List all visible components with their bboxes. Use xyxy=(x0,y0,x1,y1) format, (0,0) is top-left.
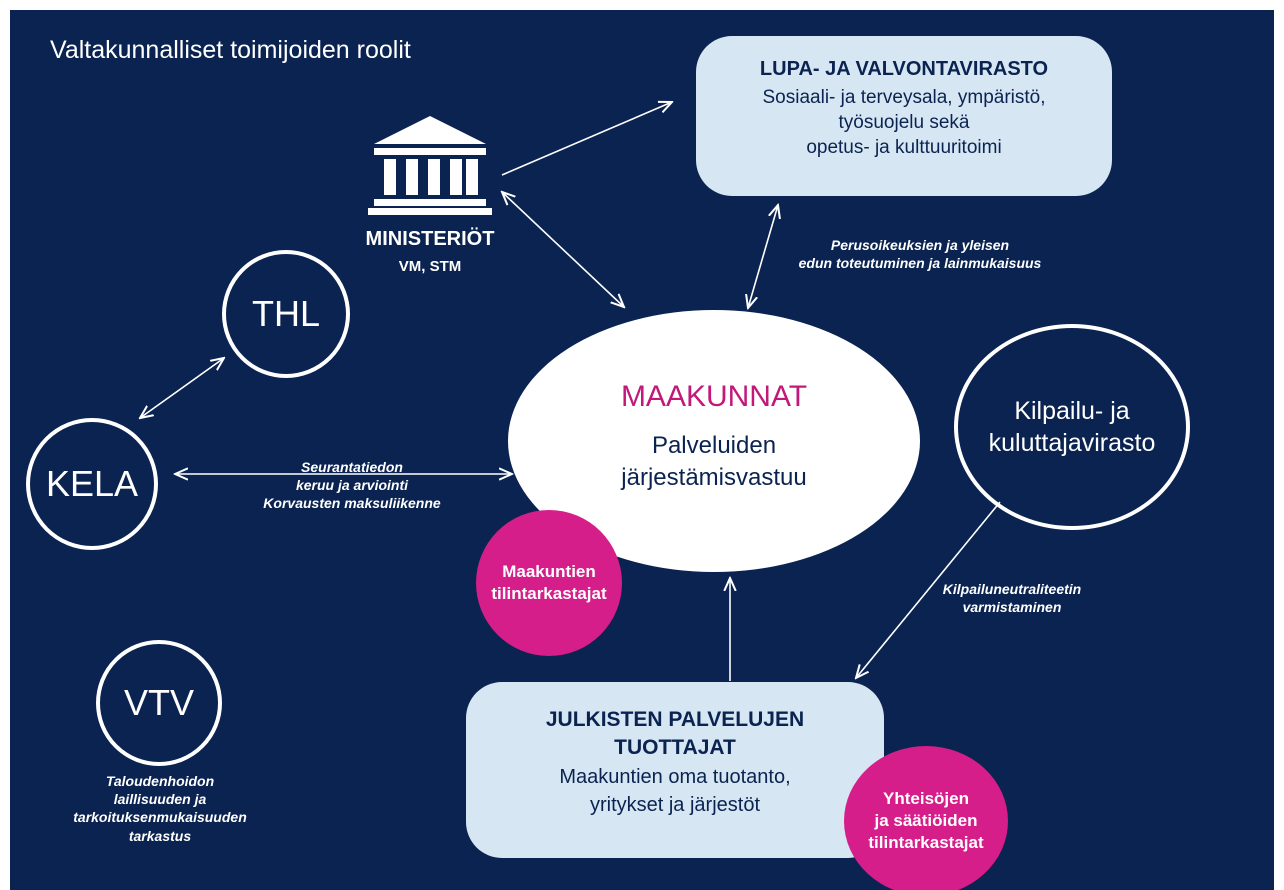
lupa-box: LUPA- JA VALVONTAVIRASTO Sosiaali- ja te… xyxy=(696,36,1112,196)
yhteisojen-tilintarkastajat-circle: Yhteisöjen ja säätiöiden tilintarkastaja… xyxy=(844,746,1008,890)
kkv-circle: Kilpailu- ja kuluttajavirasto xyxy=(954,324,1190,530)
note-perusoikeudet: Perusoikeuksien ja yleisen edun toteutum… xyxy=(798,237,1042,272)
thl-label: THL xyxy=(251,293,320,334)
thl-circle: THL xyxy=(222,250,350,378)
vtv-circle: VTV xyxy=(96,640,222,766)
arrow-ministries-maakunnat xyxy=(502,192,624,307)
kela-label: KELA xyxy=(45,463,139,504)
arrow-kkv-julkisten xyxy=(856,501,1001,678)
lupa-line: työsuojelu sekä xyxy=(838,112,970,134)
julkisten-heading: TUOTTAJAT xyxy=(614,735,736,759)
note-seuranta: Seurantatiedon keruu ja arviointi Korvau… xyxy=(263,459,441,512)
julkisten-line: yritykset ja järjestöt xyxy=(589,794,761,817)
ministries-sub: VM, STM xyxy=(398,258,462,275)
diagram-panel: Valtakunnalliset toimijoiden roolit MINI… xyxy=(10,10,1274,890)
maakunnat-heading: MAAKUNNAT xyxy=(620,380,808,413)
arrow-thl-kela xyxy=(140,358,224,418)
page-title: Valtakunnalliset toimijoiden roolit xyxy=(50,36,411,64)
lupa-line: Sosiaali- ja terveysala, ympäristö, xyxy=(762,87,1046,108)
julkisten-heading: JULKISTEN PALVELUJEN xyxy=(545,708,805,731)
note-kilpailu: Kilpailuneutraliteetin varmistaminen xyxy=(942,581,1082,616)
maakunnat-line: järjestämisvastuu xyxy=(621,464,807,492)
government-building-icon xyxy=(368,116,492,215)
maakunnat-line: Palveluiden xyxy=(651,432,777,459)
maakuntien-tilintarkastajat-circle: Maakuntien tilintarkastajat xyxy=(476,510,622,656)
ministries-label: MINISTERIÖT xyxy=(365,228,495,250)
julkisten-line: Maakuntien oma tuotanto, xyxy=(559,766,791,789)
kela-circle: KELA xyxy=(26,418,158,550)
julkisten-box: JULKISTEN PALVELUJEN TUOTTAJAT Maakuntie… xyxy=(466,682,884,858)
note-vtv: Taloudenhoidon laillisuuden ja tarkoituk… xyxy=(73,773,247,844)
vtv-label: VTV xyxy=(123,682,194,723)
arrow-ministries-to-lupa xyxy=(501,102,672,176)
lupa-heading: LUPA- JA VALVONTAVIRASTO xyxy=(759,58,1049,80)
lupa-line: opetus- ja kulttuuritoimi xyxy=(806,137,1002,159)
arrow-lupa-maakunnat xyxy=(748,205,778,308)
connector-arrows xyxy=(10,10,1001,681)
